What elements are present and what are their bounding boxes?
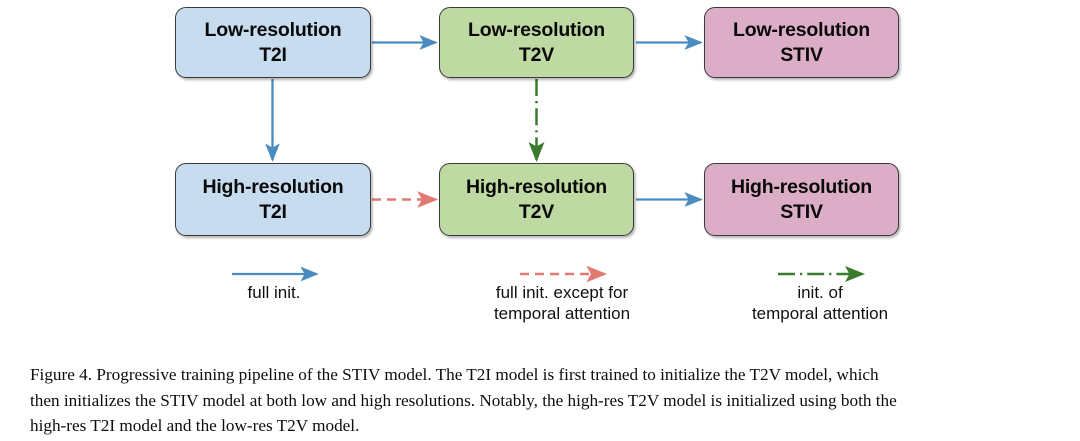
- node-label-line2: T2V: [518, 200, 555, 223]
- legend-label-line1: init. of: [797, 283, 843, 302]
- legend-full-init: full init.: [174, 282, 374, 303]
- legend-label-line1: full init. except for: [495, 283, 629, 302]
- legend-label-line1: full init.: [247, 283, 301, 302]
- legend-init-of-temporal-attention: init. of temporal attention: [700, 282, 940, 324]
- node-label-line1: Low-resolution: [733, 18, 870, 41]
- node-label-line1: High-resolution: [730, 175, 873, 198]
- caption-line-1: Figure 4. Progressive training pipeline …: [30, 365, 879, 384]
- node-label-line1: High-resolution: [465, 175, 608, 198]
- node-label-line1: High-resolution: [202, 175, 344, 198]
- node-high-res-stiv[interactable]: High-resolution STIV: [704, 163, 899, 236]
- node-label-line2: STIV: [780, 43, 823, 66]
- node-label-line2: STIV: [780, 200, 823, 223]
- node-label-line2: T2I: [259, 43, 287, 66]
- node-low-res-t2v[interactable]: Low-resolution T2V: [439, 7, 634, 78]
- node-high-res-t2i[interactable]: High-resolution T2I: [175, 163, 371, 236]
- pipeline-diagram: [232, 35, 866, 283]
- caption-line-2: then initializes the STIV model at both …: [30, 390, 897, 410]
- legend-label-line2: temporal attention: [493, 304, 631, 323]
- legend-label-line2: temporal attention: [751, 304, 889, 323]
- caption-line-3: high-res T2I model and the low-res T2V m…: [30, 416, 360, 436]
- node-label-line1: Low-resolution: [468, 18, 605, 41]
- node-label-line2: T2I: [259, 200, 287, 223]
- node-high-res-t2v[interactable]: High-resolution T2V: [439, 163, 634, 236]
- node-low-res-t2i[interactable]: Low-resolution T2I: [175, 7, 371, 78]
- node-label-line2: T2V: [518, 43, 555, 66]
- figure-caption: Figure 4. Progressive training pipeline …: [30, 362, 1060, 439]
- legend-full-init-except-temporal-attention: full init. except for temporal attention: [442, 282, 682, 324]
- node-label-line1: Low-resolution: [204, 18, 342, 41]
- node-low-res-stiv[interactable]: Low-resolution STIV: [704, 7, 899, 78]
